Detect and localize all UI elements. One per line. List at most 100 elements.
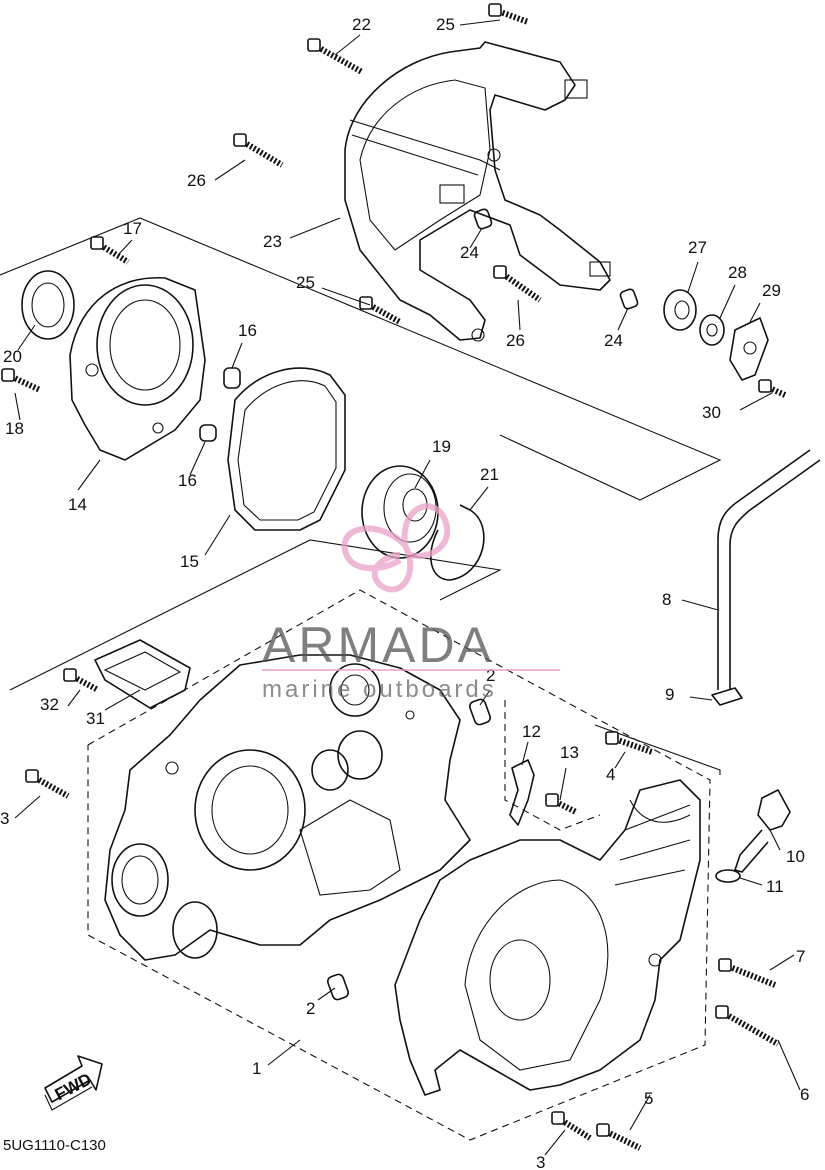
callout-29: 29 (762, 281, 781, 300)
crankcase-cover-23 (344, 41, 611, 342)
leader-line (719, 284, 736, 319)
callout-12: 12 (522, 722, 541, 741)
leader-line (321, 287, 371, 306)
callout-25: 25 (296, 273, 315, 292)
leader-line (17, 324, 36, 351)
watermark-logo-icon (341, 503, 451, 593)
leader-line (104, 689, 141, 711)
bolt (63, 668, 100, 693)
leader-line (687, 261, 699, 293)
leader-line (469, 486, 489, 511)
strainer-31 (94, 639, 191, 709)
callout-20: 20 (3, 347, 22, 366)
callout-6: 6 (800, 1085, 809, 1104)
circlip-21 (430, 504, 485, 581)
callout-numbers: 22 25 26 23 24 17 25 26 27 28 29 24 20 1… (0, 15, 809, 1170)
plate-29 (729, 317, 769, 381)
o-ring-11 (715, 869, 741, 883)
callout-16: 16 (178, 471, 197, 490)
leader-line (777, 1039, 801, 1091)
bolt (596, 1123, 642, 1151)
leader-line (334, 34, 361, 56)
callout-18: 18 (5, 419, 24, 438)
leader-line (479, 689, 491, 706)
bolt (90, 236, 130, 265)
leader-line (414, 459, 431, 489)
dipstick-10 (734, 789, 791, 873)
bolt (493, 265, 542, 303)
leader-line (559, 767, 567, 801)
callout-17: 17 (123, 219, 142, 238)
leader-line (614, 751, 626, 769)
leader-line (769, 829, 781, 851)
side-cover-14 (69, 277, 206, 461)
diagram-code: 5UG1110-C130 (3, 1137, 106, 1154)
leader-line (469, 227, 483, 249)
callout-7: 7 (796, 947, 805, 966)
callout-2: 2 (306, 999, 315, 1018)
washer-28 (699, 314, 725, 346)
leader-line (749, 302, 761, 323)
callout-30: 30 (702, 403, 721, 422)
callout-10: 10 (786, 847, 805, 866)
watermark-subtitle: marine outboards (262, 676, 497, 703)
callout-21: 21 (480, 465, 499, 484)
callout-5: 5 (644, 1089, 653, 1108)
leader-line (517, 299, 521, 331)
callout-9: 9 (665, 685, 674, 704)
leader-line (681, 599, 719, 611)
callout-1: 1 (252, 1059, 261, 1078)
crankcase-right-half (394, 779, 701, 1096)
callout-27: 27 (688, 238, 707, 257)
stopper-12 (509, 759, 535, 826)
callout-24: 24 (460, 243, 479, 262)
callout-32: 32 (40, 695, 59, 714)
bolt (545, 793, 578, 815)
leader-line (617, 307, 629, 331)
leader-line (459, 19, 501, 26)
bolt (718, 958, 777, 988)
callout-16: 16 (238, 321, 257, 340)
gasket-15 (227, 367, 346, 531)
callout-3: 3 (0, 809, 9, 828)
bolt (307, 38, 364, 75)
leader-line (67, 689, 81, 707)
callout-22: 22 (352, 15, 371, 34)
leader-line (77, 459, 101, 491)
bearing-27 (663, 289, 697, 331)
watermark: ARMADA marine outboards (262, 503, 560, 703)
leader-line (14, 795, 41, 819)
bolt (715, 1005, 780, 1047)
bolt (1, 368, 42, 393)
callout-13: 13 (560, 743, 579, 762)
leader-line (317, 987, 336, 1001)
leader-line (231, 342, 243, 369)
callout-23: 23 (263, 232, 282, 251)
callout-4: 4 (606, 765, 615, 784)
callout-26: 26 (187, 171, 206, 190)
leader-line (769, 954, 795, 971)
callout-24: 24 (604, 331, 623, 350)
leader-line (189, 441, 206, 476)
leader-line (289, 217, 341, 239)
leader-line (267, 1039, 301, 1066)
watermark-brand: ARMADA (262, 617, 494, 673)
breather-pipe-8 (711, 449, 821, 706)
leader-line (689, 696, 713, 701)
leader-line (521, 741, 529, 766)
callout-3: 3 (536, 1153, 545, 1170)
bolt (233, 133, 284, 168)
bolt (25, 769, 70, 799)
bolts (1, 3, 787, 1151)
leader-line (739, 392, 773, 411)
bolt (758, 379, 787, 398)
leader-line (544, 1129, 566, 1156)
callout-2: 2 (486, 666, 495, 685)
callout-19: 19 (432, 437, 451, 456)
fwd-label: FWD (52, 1069, 95, 1104)
leader-line (629, 1094, 651, 1131)
callout-26: 26 (506, 331, 525, 350)
callout-11: 11 (766, 877, 784, 896)
callout-8: 8 (662, 590, 671, 609)
